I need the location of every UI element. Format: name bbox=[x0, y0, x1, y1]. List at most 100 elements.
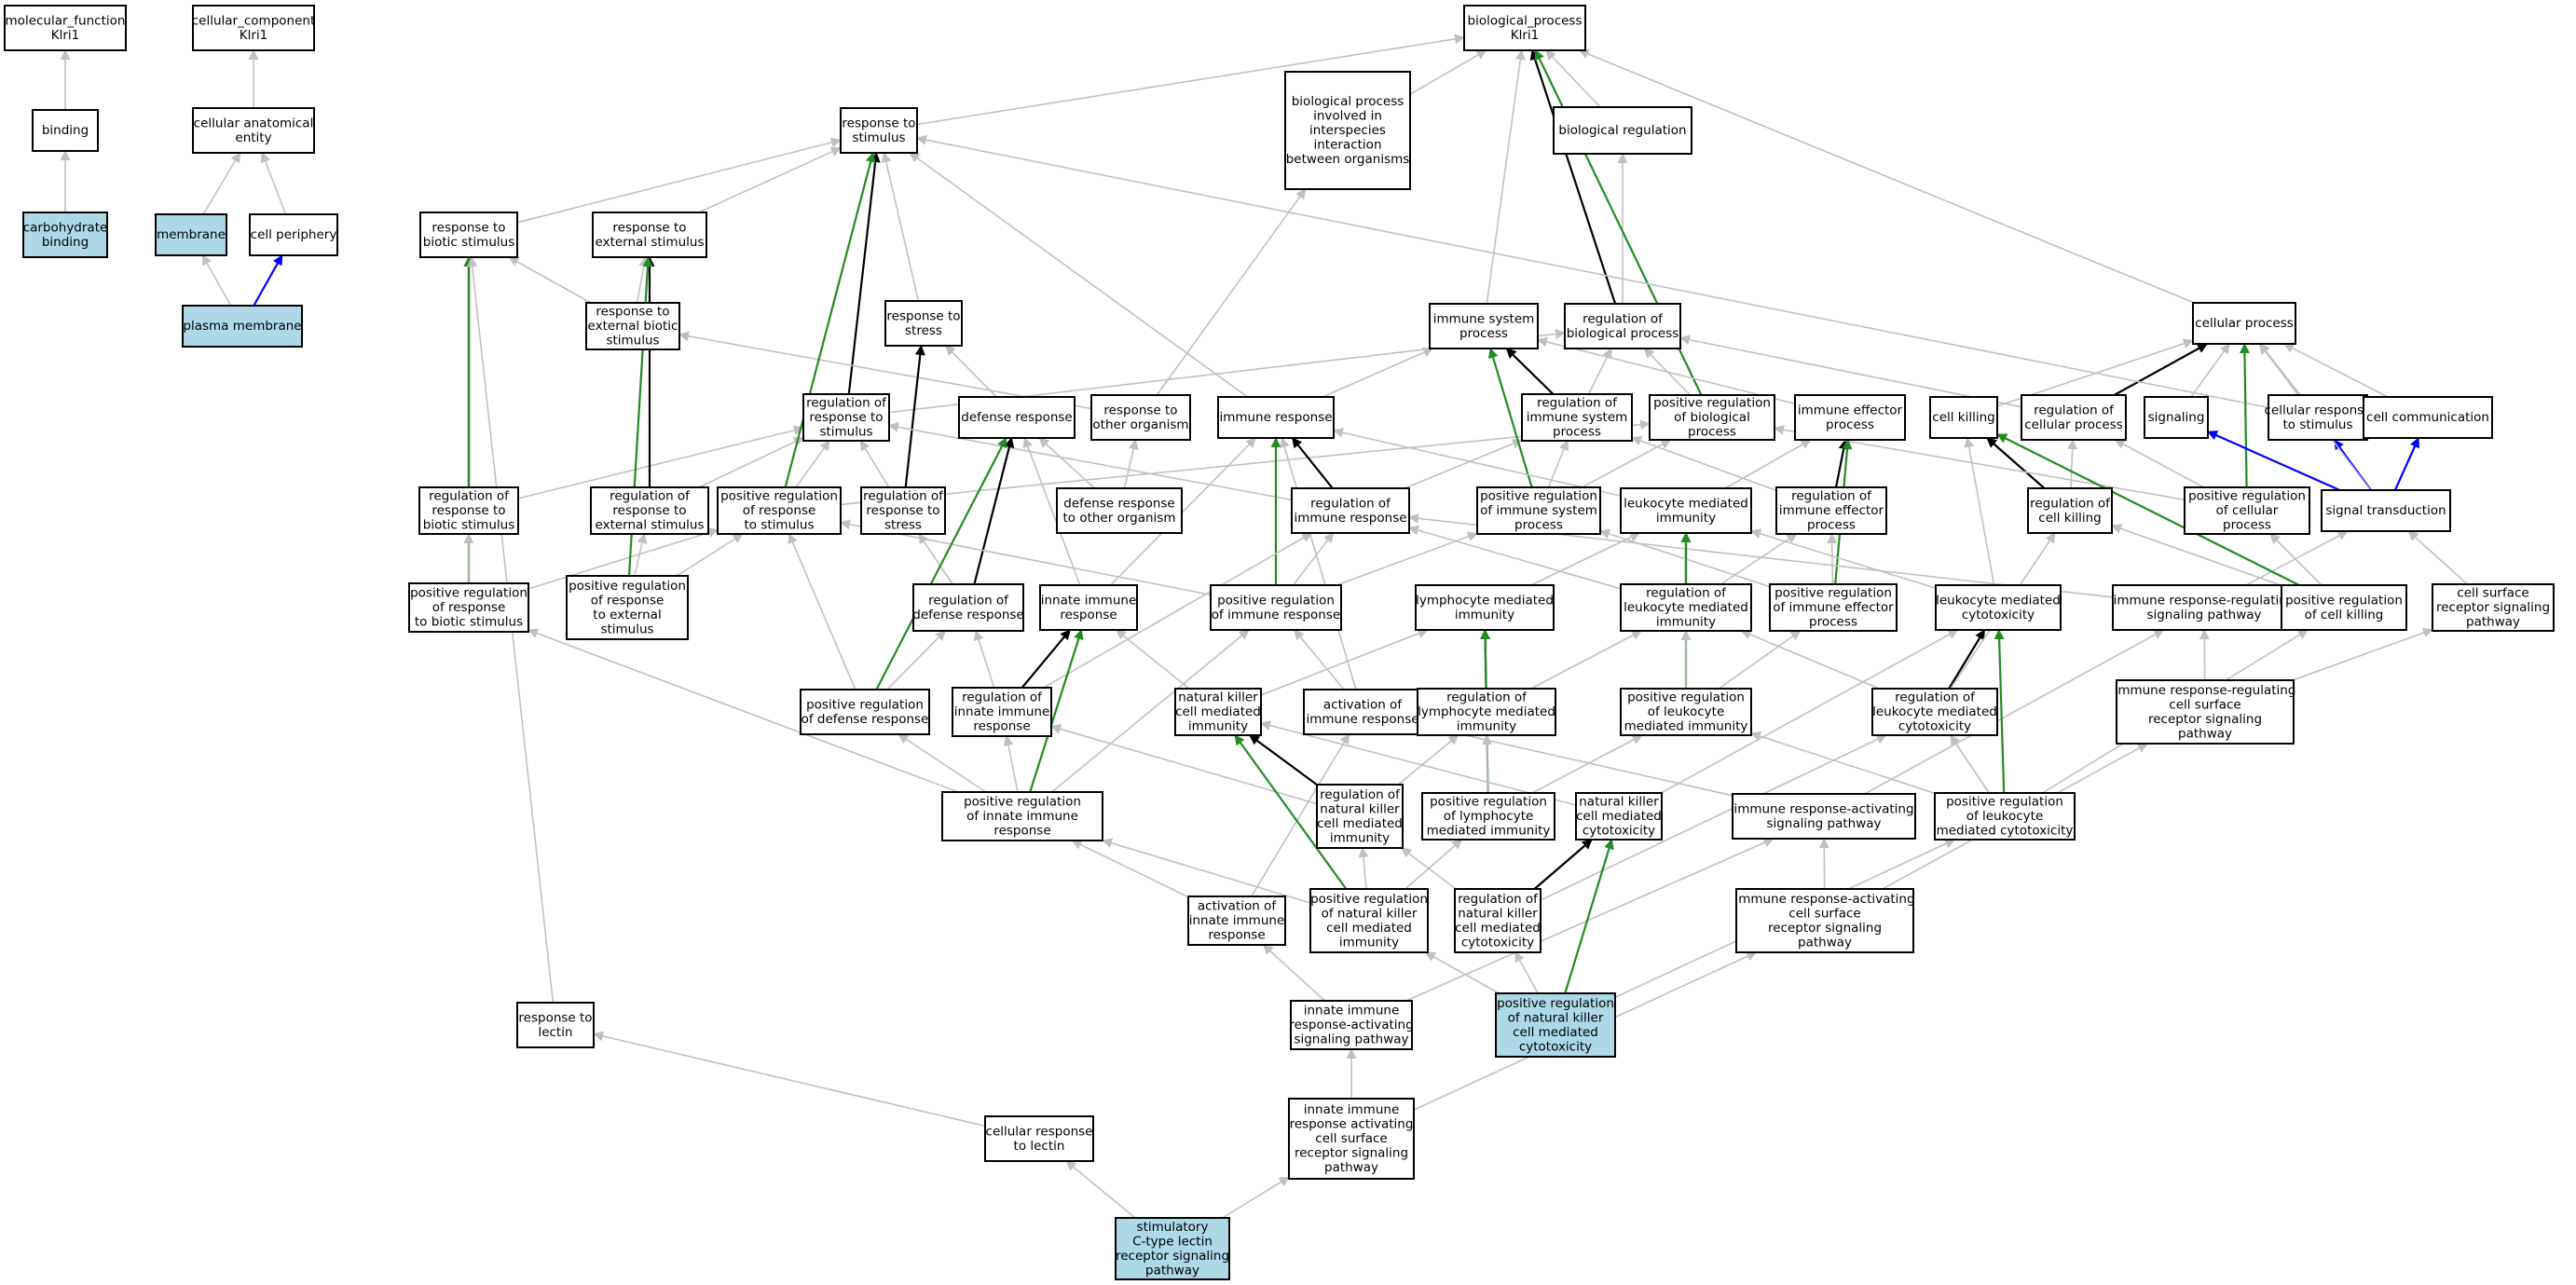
edge-positively-regulates bbox=[1029, 629, 1084, 793]
go-term-node-plasmamem[interactable]: plasma membrane bbox=[182, 305, 303, 348]
go-term-node-bioreg[interactable]: biological regulation bbox=[1553, 106, 1692, 155]
node-label-line: natural killer bbox=[1320, 801, 1400, 816]
go-term-node-binding[interactable]: binding bbox=[32, 109, 99, 152]
node-box bbox=[2144, 396, 2209, 439]
node-label-line: biotic stimulus bbox=[423, 518, 514, 533]
node-label-line: immunity bbox=[1457, 719, 1516, 734]
go-term-node-cellkill[interactable]: cell killing bbox=[1929, 396, 1998, 439]
edge-is-a bbox=[1333, 427, 1622, 497]
node-box bbox=[32, 109, 99, 152]
go-term-node-membrane[interactable]: membrane bbox=[155, 213, 227, 256]
edge-is-a bbox=[1051, 629, 1250, 793]
node-label-line: of immune effector bbox=[1773, 600, 1894, 615]
node-label-line: to stimulus bbox=[2283, 417, 2353, 432]
node-label-line: external biotic bbox=[588, 319, 678, 334]
go-term-node-cellperiph[interactable]: cell periphery bbox=[249, 213, 338, 256]
node-label-line: other organism bbox=[1092, 417, 1188, 432]
edge-is-a bbox=[1531, 734, 1643, 794]
go-term-node-iiraspath[interactable]: innate immuneresponse-activatingsignalin… bbox=[1289, 1000, 1414, 1050]
edge-is-a bbox=[2199, 629, 2210, 681]
go-term-node-immresp[interactable]: immune response bbox=[1217, 396, 1335, 439]
edge-layer bbox=[60, 34, 2468, 1219]
node-box bbox=[1620, 688, 1752, 736]
edge-is-a bbox=[916, 34, 1465, 126]
node-label-line: defense response bbox=[1063, 496, 1174, 511]
node-label-line: stress bbox=[905, 323, 942, 338]
go-term-node-sigtrans[interactable]: signal transduction bbox=[2321, 489, 2451, 532]
go-term-node-signaling[interactable]: signaling bbox=[2144, 396, 2209, 439]
go-term-node-cellcomm[interactable]: cell communication bbox=[2363, 396, 2493, 439]
edge-is-a bbox=[881, 152, 920, 302]
go-term-node-cellproc[interactable]: cellular process bbox=[2192, 302, 2296, 345]
node-box bbox=[717, 486, 842, 535]
go-term-node-defresp[interactable]: defense response bbox=[958, 396, 1076, 439]
